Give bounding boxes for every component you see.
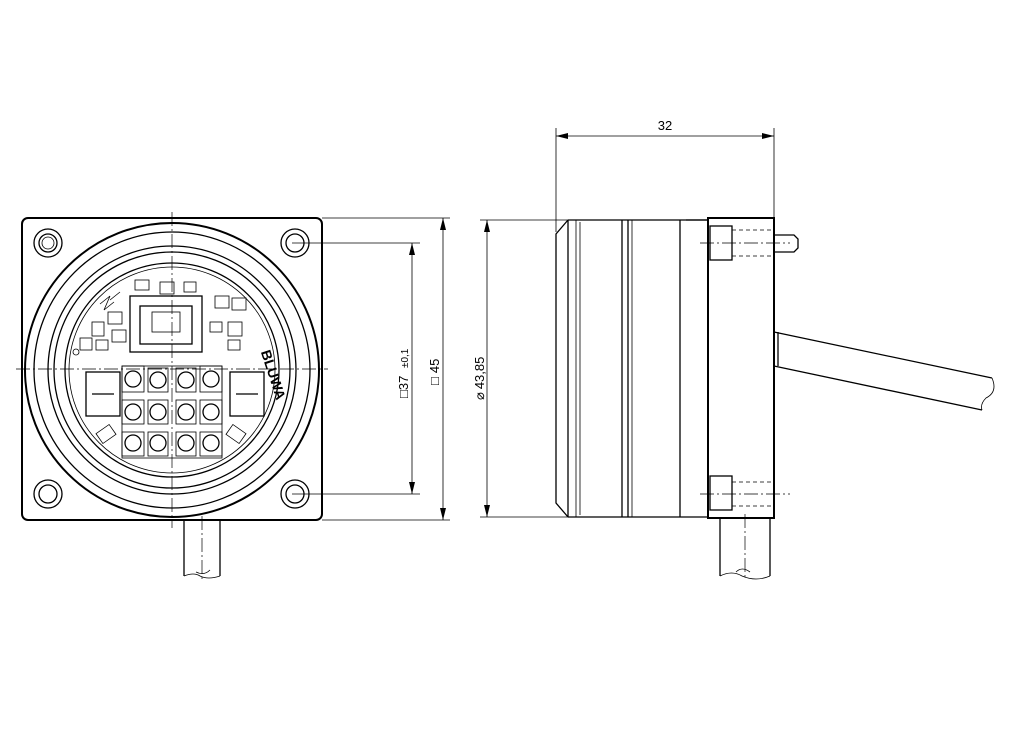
svg-text:⌀43,85: ⌀ 43,85: [472, 357, 487, 400]
dimension-outer-square: □ 45: [322, 217, 450, 521]
side-view: 32 ⌀ 43,85: [472, 118, 995, 580]
connector-pads: [121, 365, 223, 459]
diameter-symbol: ⌀: [472, 392, 487, 400]
side-cable: [773, 331, 995, 411]
front-view: BLUWA □37 ±0,1: [16, 212, 450, 580]
dimension-inner-square: □37 ±0,1: [292, 242, 420, 495]
dimension-diameter: ⌀ 43,85: [472, 219, 570, 518]
inner-square-value: 37: [396, 376, 411, 390]
rear-block: [707, 217, 775, 519]
front-cable-stub: [183, 516, 221, 580]
dimension-length: 32: [555, 118, 775, 232]
outer-square-symbol: □: [427, 377, 442, 385]
inner-square-symbol: □: [396, 390, 411, 398]
pcb-label: BLUWA: [258, 348, 289, 402]
svg-text:□45: □ 45: [427, 359, 442, 385]
side-cable-stub: [719, 514, 771, 580]
outer-square-value: 45: [427, 359, 442, 373]
diameter-value: 43,85: [472, 357, 487, 390]
mounting-hole-bottom-left: [33, 479, 63, 509]
svg-text:□37 ±0,1: □37 ±0,1: [396, 348, 411, 398]
length-value: 32: [658, 118, 672, 133]
mounting-hole-top-left: [33, 228, 63, 258]
inner-square-tolerance: ±0,1: [400, 348, 411, 368]
